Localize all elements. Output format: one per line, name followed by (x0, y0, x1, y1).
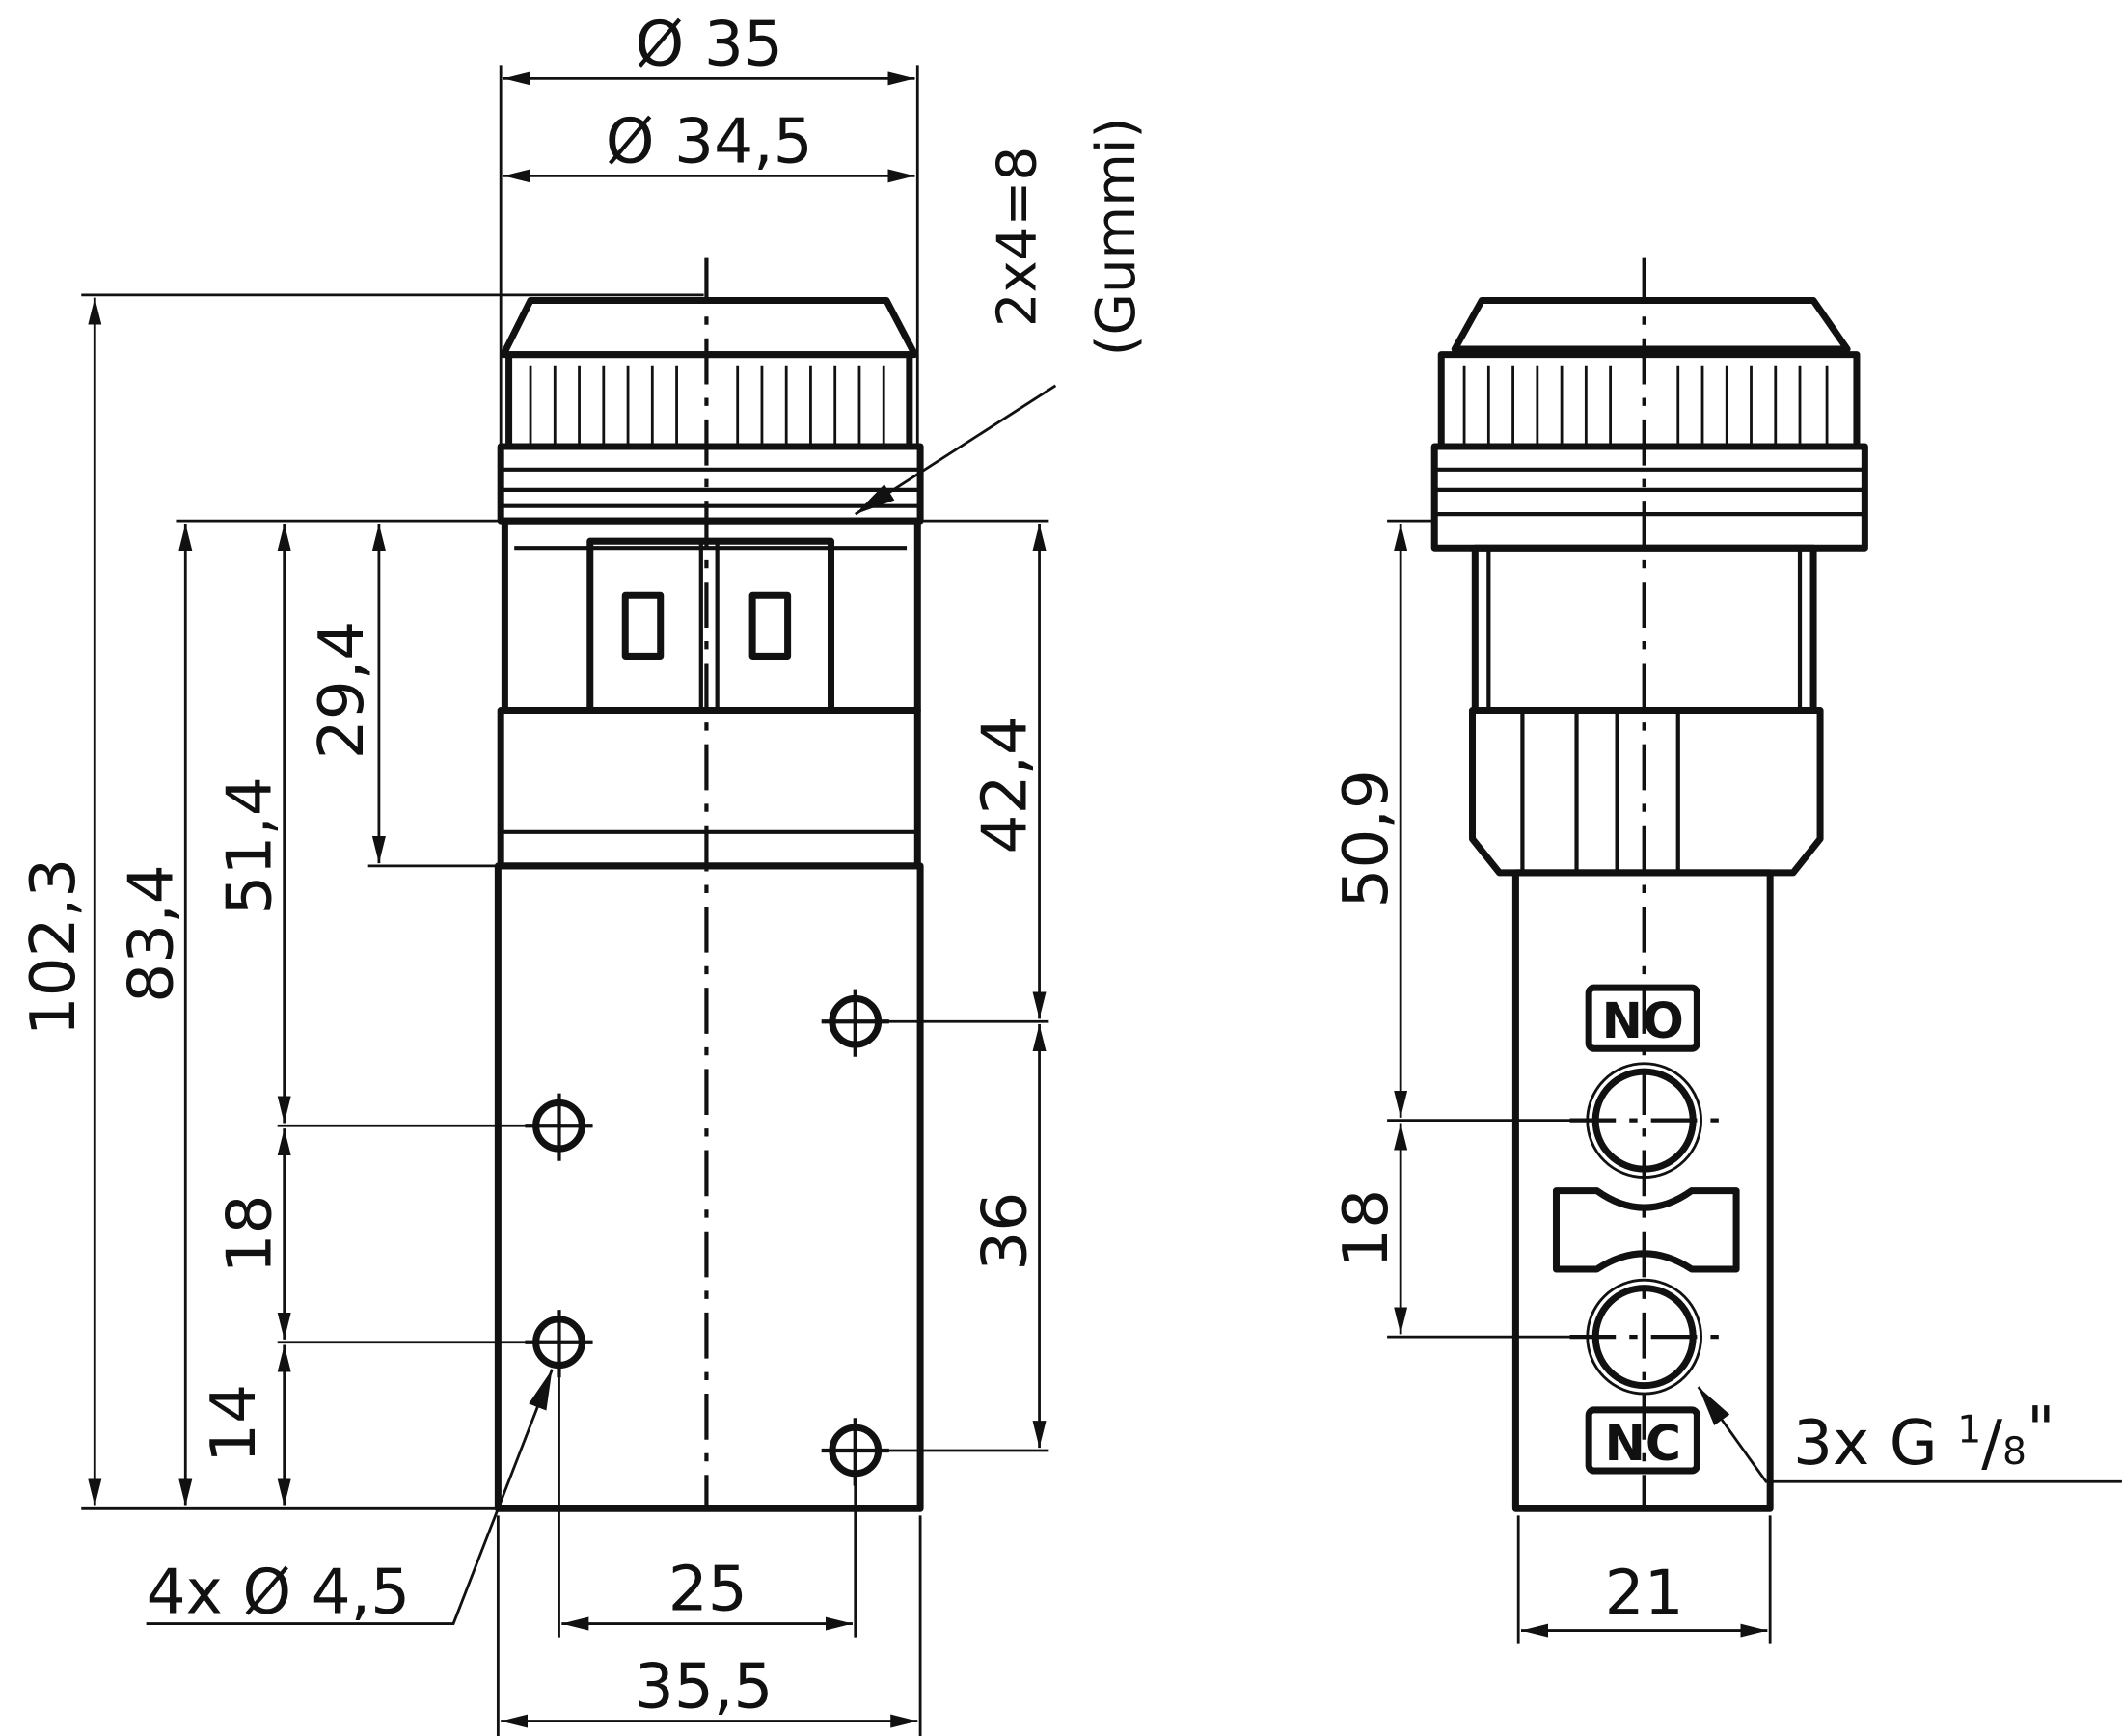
cap-top (1451, 296, 1851, 353)
cap-knurl (505, 351, 913, 450)
dim-total-height: 102,3 (17, 858, 90, 1037)
cap-top (500, 296, 918, 359)
port-callout: 3x G 1/8" (1793, 1394, 2055, 1479)
collar (497, 707, 921, 870)
dim-height-51: 51,4 (214, 776, 286, 915)
dim-hole-spacing-horizontal: 25 (668, 1554, 748, 1626)
hole-callout: 4x Ø 4,5 (147, 1556, 411, 1628)
dim-bottom-offset: 14 (198, 1384, 270, 1463)
dim-port-height: 50,9 (1330, 770, 1402, 909)
rubber-ring (497, 443, 924, 525)
valve-body (494, 862, 924, 1512)
rubber-material: (Gummi) (1085, 118, 1148, 357)
dim-side-body-width: 21 (1605, 1558, 1684, 1630)
slot (1552, 1187, 1740, 1273)
hole (821, 1418, 889, 1486)
dim-outer-diameter: Ø 35 (636, 8, 783, 80)
dim-height-29: 29,4 (306, 621, 378, 760)
hole (525, 1093, 593, 1161)
rubber-callout: 2x4=8 (986, 147, 1048, 327)
hole (525, 1310, 593, 1378)
collar (1468, 707, 1824, 877)
dim-right-spacing: 36 (969, 1192, 1042, 1271)
rubber-leader (854, 384, 1057, 516)
dimension-lines (88, 71, 1047, 1728)
dim-right-upper: 42,4 (969, 716, 1042, 854)
port-leader (1697, 1386, 2122, 1483)
dim-body-width: 35,5 (635, 1651, 774, 1723)
hole (821, 989, 889, 1057)
indicator-left (621, 591, 665, 660)
dim-hole-spacing-vertical: 18 (214, 1194, 286, 1273)
indicator-right (748, 591, 792, 660)
dim-port-spacing: 18 (1330, 1189, 1402, 1268)
mounting-holes (525, 989, 889, 1486)
extension-lines (81, 65, 1049, 1736)
knurl-lines (529, 365, 885, 447)
dim-inner-diameter: Ø 34,5 (606, 105, 813, 177)
cap-knurl (1437, 351, 1861, 450)
dim-height-83: 83,4 (115, 864, 187, 1003)
rubber-ring (1430, 443, 1868, 552)
hole-leader (146, 1369, 554, 1625)
side-body (1511, 869, 1774, 1512)
front-view: Ø 35 Ø 34,5 102,3 83,4 51,4 29,4 18 14 4… (17, 8, 1148, 1736)
side-view: NO NC 50,9 18 21 3x G 1/8" (1330, 257, 2122, 1644)
